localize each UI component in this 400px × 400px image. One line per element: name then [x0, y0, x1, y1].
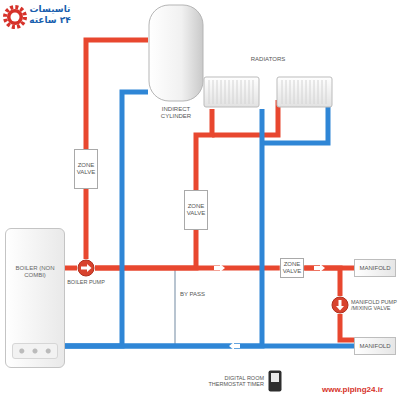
pipe: [304, 268, 340, 296]
radiator: [277, 77, 332, 107]
pump-arrow: [336, 300, 344, 311]
website-watermark: www.piping24.ir: [322, 385, 383, 394]
node-text: BOILER (NON COMBI): [14, 265, 56, 279]
node-text: ZONE VALVE: [187, 203, 205, 217]
node-text: MANIFOLD PUMP /MIXING VALVE: [351, 299, 397, 312]
radiator-fin: [314, 80, 315, 104]
pipe: [65, 266, 77, 271]
radiator-fin: [282, 80, 283, 104]
pipe: [65, 92, 148, 346]
radiator-fin: [221, 80, 222, 104]
radiator-fin: [310, 80, 311, 104]
boiler-pump: BOILER PUMP: [61, 259, 111, 286]
radiator-fin: [213, 80, 214, 104]
radiator-fin: [245, 80, 246, 104]
zone-valve: ZONE VALVE: [184, 190, 208, 230]
radiator-fin: [209, 80, 210, 104]
pipe: [65, 344, 354, 349]
radiator-fin: [286, 80, 287, 104]
radiator-fin: [217, 80, 218, 104]
bypass-label: BY PASS: [180, 291, 205, 297]
radiator-fin: [298, 80, 299, 104]
radiator-body: [277, 77, 332, 107]
radiator-body: [204, 77, 259, 107]
cylinder-shape: [148, 4, 204, 102]
flow-arrow: [314, 264, 325, 272]
radiator-fin: [253, 80, 254, 104]
pump-symbol: [331, 296, 349, 314]
manifold-box: MANIFOLD: [354, 259, 396, 277]
gear-body: [7, 9, 23, 25]
room-thermostat: DIGITAL ROOM THERMOSTAT TIMER: [204, 370, 282, 392]
thermostat-screen: [271, 373, 279, 382]
logo-text: تاسیسات ۲۴ ساعته: [29, 4, 71, 26]
radiator-fin: [249, 80, 250, 104]
radiator-group: RADIATORS: [203, 56, 333, 109]
zone-valve: ZONE VALVE: [280, 258, 304, 278]
radiator-fin: [322, 80, 323, 104]
pipe: [65, 109, 262, 346]
node-text: ZONE VALVE: [283, 261, 301, 275]
radiator-fin: [229, 80, 230, 104]
pipe: [340, 314, 354, 340]
gear-teeth: [5, 7, 25, 27]
node-text: MANIFOLD: [359, 343, 390, 350]
node-text: ZONE VALVE: [77, 162, 95, 176]
pump-body: [78, 260, 94, 276]
pipe: [196, 109, 212, 190]
pump-symbol: [77, 259, 95, 277]
radiator-fin: [241, 80, 242, 104]
node-text: RADIATORS: [251, 56, 285, 63]
node-text: MANIFOLD: [359, 265, 390, 272]
radiator-fin: [302, 80, 303, 104]
indirect-cylinder: INDIRECT CYLINDER: [148, 4, 204, 120]
pipe: [95, 230, 196, 268]
gear-hub: [11, 13, 20, 22]
pump-body: [332, 297, 348, 313]
pipe: [83, 189, 88, 259]
boiler-unit: BOILER (NON COMBI): [5, 228, 65, 368]
manifold-box: MANIFOLD: [354, 337, 396, 355]
radiator-fin: [294, 80, 295, 104]
flow-arrow: [214, 264, 225, 272]
radiator-fin: [237, 80, 238, 104]
bypass-pipe: [174, 268, 176, 346]
node-text: DIGITAL ROOM THERMOSTAT TIMER: [204, 375, 264, 388]
radiator-fin: [306, 80, 307, 104]
cylinder-body: [149, 5, 203, 101]
thermostat-body: [269, 371, 282, 392]
radiator-fin: [290, 80, 291, 104]
pump-arrow: [81, 264, 92, 272]
radiators-shape: [203, 75, 333, 109]
radiator-fin: [233, 80, 234, 104]
radiator-fin: [225, 80, 226, 104]
node-text: INDIRECT CYLINDER: [151, 106, 201, 120]
thermostat-device: [268, 370, 282, 392]
logo-gear: [5, 7, 25, 27]
radiator-fin: [326, 80, 327, 104]
zone-valve: ZONE VALVE: [74, 149, 98, 189]
radiator-fin: [318, 80, 319, 104]
return-arrow: [229, 342, 240, 350]
radiator: [204, 77, 259, 107]
manifold-pump: MANIFOLD PUMP /MIXING VALVE: [331, 296, 397, 314]
node-text: BOILER PUMP: [67, 279, 105, 286]
